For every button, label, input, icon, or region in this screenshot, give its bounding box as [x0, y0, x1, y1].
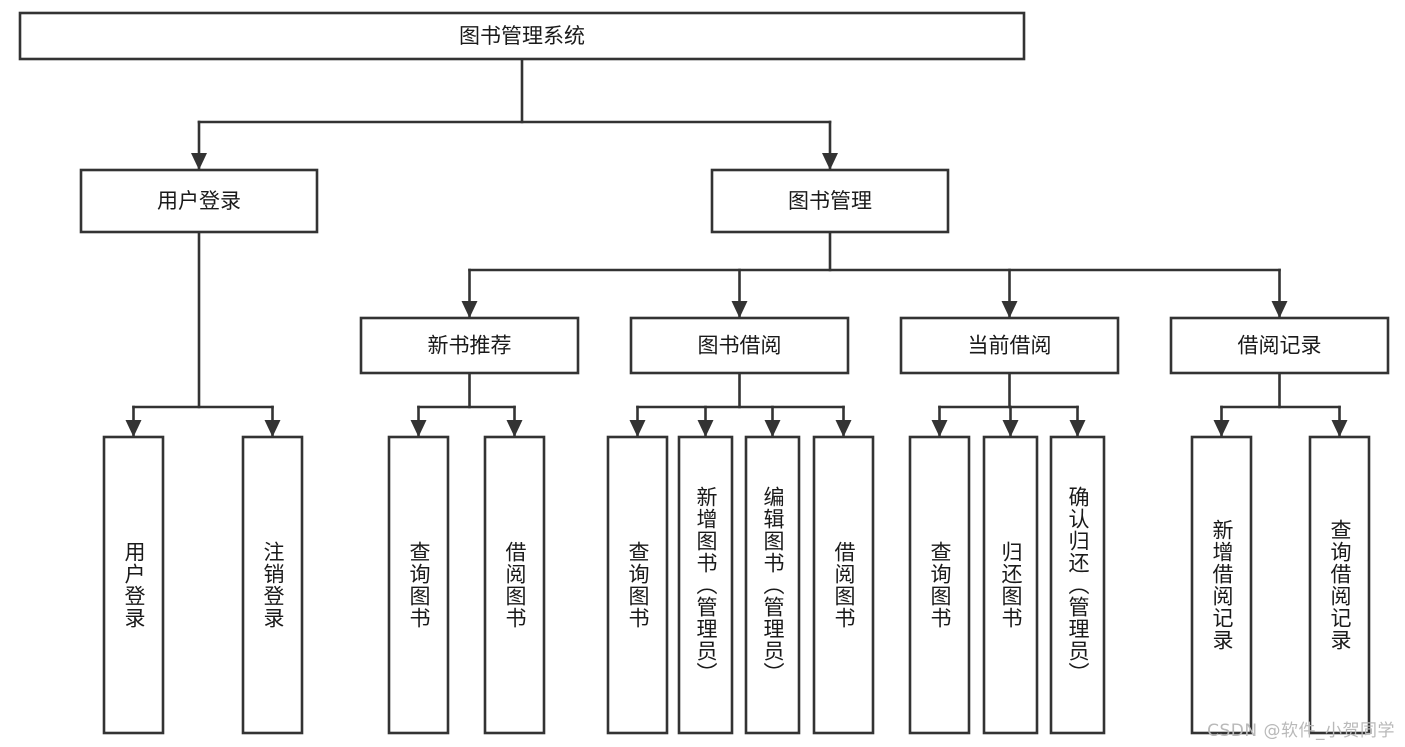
- node-label: 图书管理系统: [459, 24, 585, 48]
- node-label: 图书管理: [788, 189, 872, 213]
- arrow-head-icon: [1069, 420, 1086, 437]
- arrow-head-icon: [1001, 301, 1018, 318]
- node-box[interactable]: [18, 11, 1026, 61]
- node-leaf-return-book[interactable]: [982, 435, 1039, 735]
- arrow-head-icon: [931, 420, 948, 437]
- node-box[interactable]: [908, 435, 971, 735]
- arrow-head-icon: [697, 420, 714, 437]
- node-box[interactable]: [1169, 316, 1390, 375]
- node-box[interactable]: [812, 435, 875, 735]
- node-borrow-record[interactable]: 借阅记录: [1169, 316, 1390, 375]
- connector-lines-layer: [125, 57, 1348, 438]
- node-leaf-borrow-book-2[interactable]: [812, 435, 875, 735]
- arrow-head-icon: [731, 301, 748, 318]
- csdn-watermark: CSDN @软件_小贺同学: [1207, 721, 1395, 741]
- node-new-book-rec[interactable]: 新书推荐: [359, 316, 580, 375]
- node-box[interactable]: [387, 435, 450, 735]
- arrow-head-icon: [1331, 420, 1348, 437]
- node-label: 新书推荐: [428, 334, 512, 358]
- arrow-head-icon: [461, 301, 478, 318]
- arrow-head-icon: [764, 420, 781, 437]
- node-box[interactable]: [483, 435, 546, 735]
- node-label: 图书借阅: [698, 334, 782, 358]
- node-box[interactable]: [710, 168, 950, 234]
- node-label: 借阅记录: [1238, 334, 1322, 358]
- arrow-head-icon: [264, 420, 281, 437]
- arrow-head-icon: [1271, 301, 1288, 318]
- node-leaf-query-book-3[interactable]: [908, 435, 971, 735]
- node-box[interactable]: [629, 316, 850, 375]
- node-leaf-add-record[interactable]: [1190, 435, 1253, 735]
- arrow-head-icon: [629, 420, 646, 437]
- node-box[interactable]: [677, 435, 734, 735]
- node-leaf-query-book-1[interactable]: [387, 435, 450, 735]
- node-box[interactable]: [606, 435, 669, 735]
- node-box[interactable]: [359, 316, 580, 375]
- arrow-head-icon: [835, 420, 852, 437]
- arrow-head-icon: [125, 420, 142, 437]
- node-box[interactable]: [899, 316, 1120, 375]
- node-box[interactable]: [1308, 435, 1371, 735]
- node-label: 用户登录: [157, 189, 241, 213]
- node-book-borrow[interactable]: 图书借阅: [629, 316, 850, 375]
- node-leaf-confirm-return[interactable]: [1049, 435, 1106, 735]
- node-box[interactable]: [102, 435, 165, 735]
- node-leaf-query-book-2[interactable]: [606, 435, 669, 735]
- node-leaf-logout[interactable]: [241, 435, 304, 735]
- node-box[interactable]: [241, 435, 304, 735]
- node-leaf-user-login[interactable]: [102, 435, 165, 735]
- arrow-head-icon: [1002, 420, 1019, 437]
- node-root[interactable]: 图书管理系统: [18, 11, 1026, 61]
- node-leaf-borrow-book-1[interactable]: [483, 435, 546, 735]
- arrow-head-icon: [410, 420, 427, 437]
- arrow-head-icon: [506, 420, 523, 437]
- node-leaf-query-record[interactable]: [1308, 435, 1371, 735]
- node-box[interactable]: [982, 435, 1039, 735]
- node-user-login[interactable]: 用户登录: [79, 168, 319, 234]
- arrow-head-icon: [191, 153, 207, 170]
- arrow-head-icon: [822, 153, 838, 170]
- node-book-manage[interactable]: 图书管理: [710, 168, 950, 234]
- node-label: 当前借阅: [968, 334, 1052, 358]
- arrow-head-icon: [1213, 420, 1230, 437]
- node-box[interactable]: [79, 168, 319, 234]
- node-current-borrow[interactable]: 当前借阅: [899, 316, 1120, 375]
- node-leaf-add-book[interactable]: [677, 435, 734, 735]
- node-box[interactable]: [1190, 435, 1253, 735]
- node-box[interactable]: [1049, 435, 1106, 735]
- node-leaf-edit-book[interactable]: [744, 435, 801, 735]
- node-box[interactable]: [744, 435, 801, 735]
